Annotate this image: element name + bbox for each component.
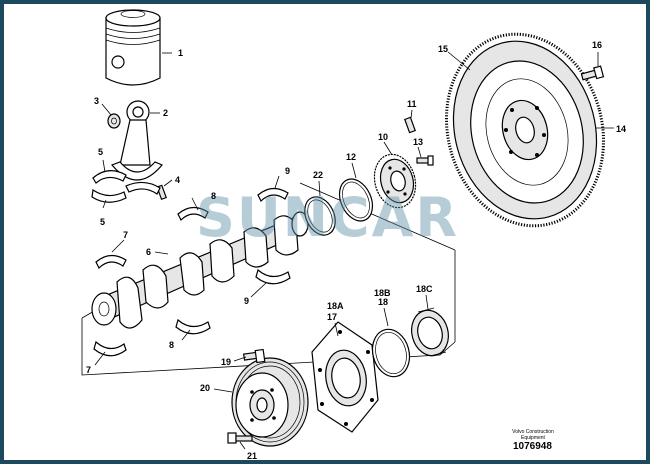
callout-2: 2 [163,108,168,118]
callout-8-top: 8 [211,191,216,201]
callout-5-top: 5 [98,147,103,157]
damper-bolt-21 [227,432,253,450]
callout-10: 10 [378,132,388,142]
main-bearing-shells [93,175,291,366]
callout-21: 21 [247,451,257,461]
vibration-damper [213,357,309,447]
callout-18a: 18A [327,301,344,311]
callout-8-bottom: 8 [169,340,174,350]
brand-label: Volvo Construction Equipment [512,429,554,441]
small-end-bushing [101,103,121,129]
callout-20: 20 [200,383,210,393]
gear-bolt [416,146,434,166]
flywheel [445,32,614,228]
callout-19: 19 [221,357,231,367]
callout-3: 3 [94,96,99,106]
callout-4: 4 [175,175,180,185]
callout-13: 13 [413,137,423,147]
callout-9-bottom: 9 [244,296,249,306]
piston [105,9,172,86]
callout-1: 1 [178,48,183,58]
crankshaft [91,211,309,329]
callout-9-top: 9 [285,166,290,176]
seal-ring [338,162,374,222]
callout-12: 12 [346,152,356,162]
connecting-rod [110,100,163,181]
crankshaft-gear [373,141,417,209]
callout-11: 11 [407,99,417,109]
drawing-number: 1076948 [513,441,552,452]
callout-14: 14 [616,124,626,134]
callout-22: 22 [313,170,323,180]
rear-seal-ring [371,307,411,378]
callout-18b: 18B [374,288,391,298]
callout-15: 15 [438,44,448,54]
callout-6: 6 [146,247,151,257]
callout-18: 18 [378,297,388,307]
watermark: SUNCAR [196,186,459,249]
callout-5-bottom: 5 [100,217,105,227]
rear-oil-seal [411,294,449,357]
callout-17: 17 [327,312,337,322]
callout-7-top: 7 [123,230,128,240]
callout-18c: 18C [416,284,433,294]
callout-16: 16 [592,40,602,50]
damper-bolt-19 [233,348,266,364]
flywheel-bolt [580,52,605,81]
callout-labels: 1 2 3 4 5 5 6 7 7 8 8 9 9 10 11 12 13 14… [86,40,626,461]
seal-housing [311,321,379,433]
dowel-pin [404,109,416,134]
rod-bearing-shells [91,159,161,209]
callout-7-bottom: 7 [86,365,91,375]
o-ring [304,180,336,236]
